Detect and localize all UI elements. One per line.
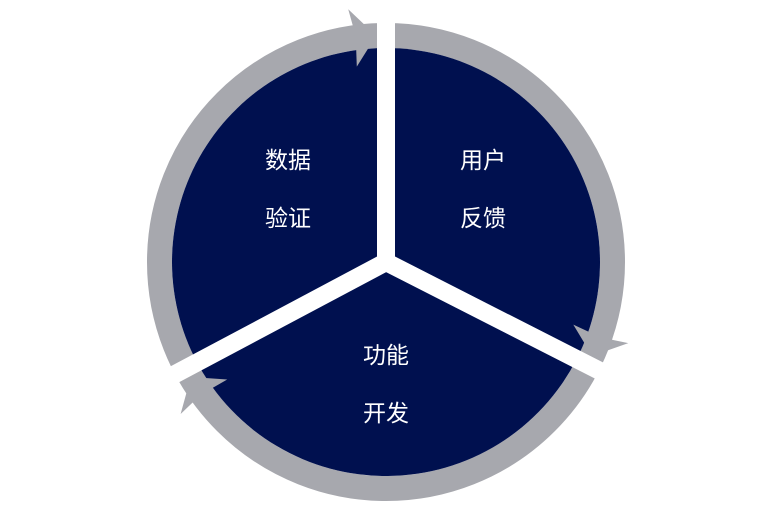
segment-label-user-feedback-2: 反馈 — [460, 206, 506, 232]
arrowhead-icon — [348, 9, 377, 67]
segment-divider — [143, 254, 391, 397]
arrowhead-icon — [573, 324, 629, 356]
segment-label-data-validation-1: 数据 — [265, 148, 311, 174]
segment-label-user-feedback-1: 用户 — [460, 148, 506, 174]
segment-divider — [381, 253, 631, 393]
segment-label-feature-dev-1: 功能 — [363, 343, 409, 369]
arrowhead-icon — [180, 376, 228, 414]
segment-label-feature-dev-2: 开发 — [363, 401, 409, 427]
segment-label-data-validation-2: 验证 — [265, 206, 311, 232]
